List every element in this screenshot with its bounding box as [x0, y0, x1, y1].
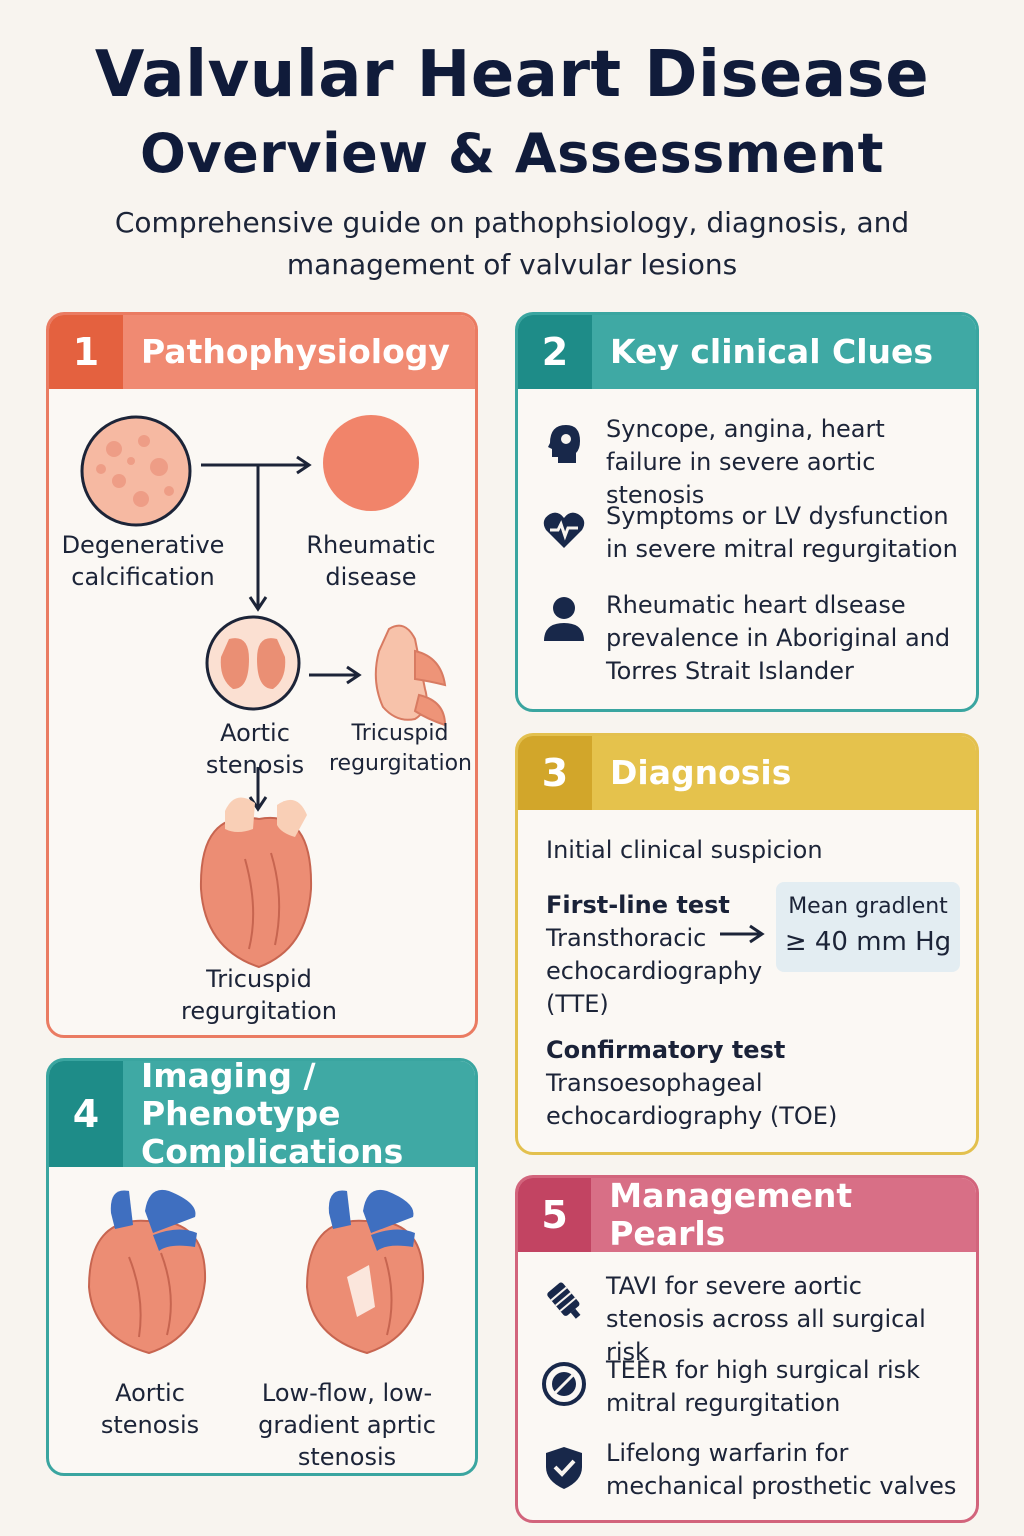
first-line-test: Transthoracic echocardiography (TTE) [546, 924, 763, 1018]
confirmatory-heading: Confirmatory test [546, 1036, 786, 1064]
page-title: Valvular Heart Disease [94, 38, 930, 112]
card-title: Imaging / Phenotype Complications [141, 1058, 404, 1171]
calcified-valve-icon [80, 415, 192, 527]
clip-icon [542, 1362, 586, 1406]
card-header: 2 Key clinical Clues [518, 315, 976, 389]
head-icon [548, 425, 580, 463]
management-text: TEER for high surgical risk mitral regur… [606, 1356, 921, 1417]
management-card: 5 Management Pearls TAVI for severe aort… [515, 1175, 979, 1523]
shield-icon [546, 1447, 582, 1489]
tricuspid-label-small: Tricuspid regurgitation [329, 721, 472, 776]
confirmatory-test: Transoesophageal echocardiography (TOE) [546, 1069, 838, 1130]
aortic-stenosis-label: Aortic stenosis [100, 1379, 200, 1439]
card-header: 5 Management Pearls [518, 1176, 976, 1253]
pathophysiology-diagram [80, 415, 447, 969]
pathophysiology-card: 1 Pathophysiology [46, 312, 478, 1038]
gradient-value: ≥ 40 mm Hg [784, 927, 952, 957]
clue-item: Rheumatic heart dlsease prevalence in Ab… [540, 589, 966, 688]
heart-low-flow-icon [305, 1189, 425, 1355]
low-flow-label: Low-flow, low-gradient aprtic stenosis [258, 1379, 436, 1471]
card-number: 5 [518, 1178, 592, 1252]
gradient-label: Mean gradlent [788, 894, 948, 919]
card-title: Management Pearls [609, 1176, 853, 1253]
arrow-right-icon [720, 924, 765, 944]
imaging-card: 4 Imaging / Phenotype Complications Aort… [46, 1058, 478, 1476]
tricuspid-label-heart: Tricuspid regurgitation [181, 965, 337, 1025]
rheumatic-valve-icon [323, 415, 419, 511]
clue-text: Symptoms or LV dysfunction in severe mit… [606, 502, 958, 563]
degenerative-label: Degenerative calcification [61, 531, 225, 591]
card-header: 3 Diagnosis [518, 736, 976, 810]
card-number: 2 [518, 315, 592, 389]
card-title: Diagnosis [610, 753, 792, 792]
first-line-heading: First-line test [546, 891, 730, 919]
management-item: Lifelong warfarin for mechanical prosthe… [540, 1437, 966, 1503]
page-description: Comprehensive guide on pathophsiology, d… [114, 206, 910, 281]
aortic-stenosis-label: Aortic stenosis [205, 719, 305, 779]
management-text: TAVI for severe aortic stenosis across a… [606, 1272, 926, 1366]
clue-text: Syncope, angina, heart failure in severe… [606, 415, 885, 509]
clue-item: Symptoms or LV dysfunction in severe mit… [540, 500, 966, 566]
diagnosis-card: 3 Diagnosis Initial clinical suspicion F… [515, 733, 979, 1155]
management-item: TAVI for severe aortic stenosis across a… [540, 1270, 966, 1369]
imaging-illustrations [87, 1189, 425, 1355]
card-header: 1 Pathophysiology [49, 315, 475, 389]
card-number: 3 [518, 736, 592, 810]
page-subtitle-heading: Overview & Assessment [140, 122, 884, 185]
rheumatic-label: Rheumatic disease [306, 531, 436, 591]
heart-icon [199, 797, 313, 969]
management-text: Lifelong warfarin for mechanical prosthe… [606, 1439, 957, 1500]
card-header: 4 Imaging / Phenotype Complications [49, 1061, 475, 1171]
person-icon [544, 597, 584, 641]
initial-suspicion: Initial clinical suspicion [546, 836, 823, 864]
clue-item: Syncope, angina, heart failure in severe… [540, 413, 966, 512]
valve-device-icon [547, 1282, 581, 1319]
card-number: 1 [49, 315, 123, 389]
card-number: 4 [49, 1061, 123, 1167]
card-title: Key clinical Clues [610, 332, 934, 371]
heart-pulse-icon [543, 512, 585, 548]
tricuspid-valve-icon [374, 624, 447, 727]
clue-text: Rheumatic heart dlsease prevalence in Ab… [606, 591, 951, 685]
aortic-valve-icon [205, 615, 301, 711]
heart-aortic-stenosis-icon [87, 1189, 207, 1355]
clinical-clues-card: 2 Key clinical Clues Syncope, angina, he… [515, 312, 979, 712]
management-item: TEER for high surgical risk mitral regur… [540, 1354, 966, 1420]
card-title: Pathophysiology [141, 332, 450, 371]
mean-gradient-box: Mean gradlent ≥ 40 mm Hg [776, 882, 960, 972]
